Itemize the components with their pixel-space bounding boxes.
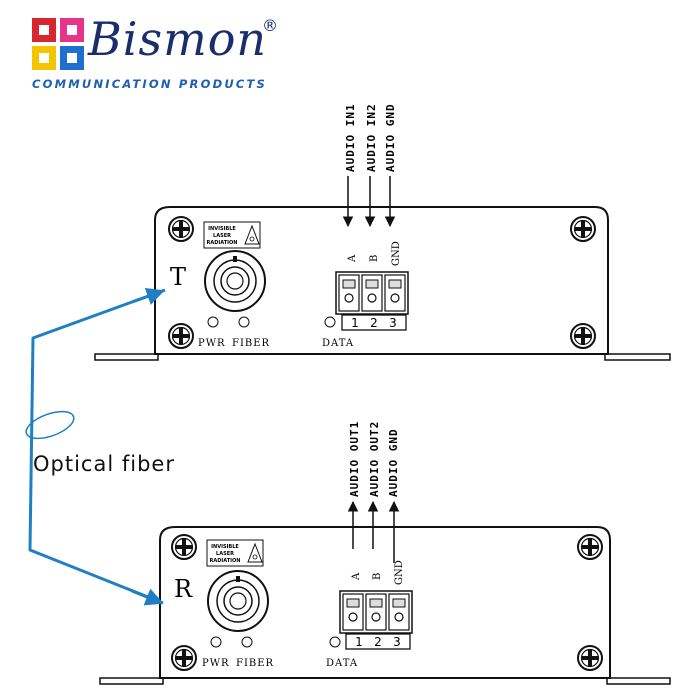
laser-warning-label: INVISIBLE LASER RADIATION — [206, 539, 264, 567]
terminal-block — [339, 590, 413, 634]
fiber-arrow-icon — [131, 287, 165, 305]
screw-icon — [577, 534, 603, 560]
brand-mark-icon — [30, 16, 86, 72]
pwr-label: PWR — [202, 658, 230, 669]
fiber-led-icon — [241, 636, 253, 648]
transmitter-left-flange — [94, 353, 159, 361]
fiber-led-icon — [238, 316, 250, 328]
screw-icon — [570, 216, 596, 242]
screw-icon — [168, 216, 194, 242]
terminal-number: 2 — [370, 316, 378, 330]
screw-icon — [570, 323, 596, 349]
laser-hazard-icon — [247, 542, 263, 563]
data-label: DATA — [326, 658, 358, 669]
terminal-number: 1 — [351, 316, 359, 330]
pwr-led-icon — [210, 636, 222, 648]
fiber-label: FIBER — [232, 338, 270, 349]
screw-icon — [171, 534, 197, 560]
screw-icon — [577, 645, 603, 671]
terminal-label-a: A — [347, 254, 358, 263]
laser-warning-label: INVISIBLE LASER RADIATION — [203, 221, 261, 249]
terminal-label-gnd: GND — [394, 560, 405, 585]
terminal-label-a: A — [351, 572, 362, 581]
terminal-number: 3 — [389, 316, 397, 330]
brand-name: Bismon — [88, 12, 268, 66]
terminal-number: 1 — [355, 635, 363, 649]
laser-hazard-icon — [244, 224, 260, 245]
optical-fiber-link: Optical fiber — [25, 287, 175, 606]
transmitter-letter: T — [170, 263, 186, 291]
screw-icon — [168, 323, 194, 349]
laser-warning-line: LASER — [216, 551, 234, 557]
signal-label-audio-out1: AUDIO OUT1 — [348, 421, 361, 497]
terminal-label-b: B — [369, 255, 380, 262]
terminal-number: 2 — [374, 635, 382, 649]
terminal-number-strip — [345, 633, 411, 650]
data-led-icon — [329, 636, 341, 648]
terminal-label-b: B — [372, 573, 383, 580]
receiver-right-flange — [606, 677, 671, 685]
laser-warning-line: INVISIBLE — [208, 226, 236, 232]
signal-label-audio-gnd: AUDIO GND — [387, 428, 400, 497]
signal-label-audio-in2: AUDIO IN2 — [365, 103, 378, 172]
data-label: DATA — [322, 338, 354, 349]
brand-tagline: COMMUNICATION PRODUCTS — [32, 77, 268, 91]
fiber-label: Optical fiber — [33, 452, 175, 476]
transmitter-unit: INVISIBLE LASER RADIATION T PWR FIBER DA… — [94, 103, 671, 361]
transmitter-right-flange — [604, 353, 671, 361]
laser-warning-line: INVISIBLE — [211, 544, 239, 550]
terminal-number-strip — [341, 314, 407, 331]
fiber-port-icon — [207, 570, 269, 632]
receiver-unit: INVISIBLE LASER RADIATION R PWR FIBER DA… — [99, 421, 671, 685]
fiber-label: FIBER — [236, 658, 274, 669]
brand-logo: Bismon ® COMMUNICATION PRODUCTS — [30, 12, 290, 94]
terminal-block — [335, 271, 409, 315]
registered-mark: ® — [262, 16, 278, 35]
laser-warning-line: LASER — [213, 233, 231, 239]
signal-label-audio-gnd: AUDIO GND — [384, 103, 397, 172]
fiber-coil-icon — [25, 410, 75, 440]
laser-warning-line: RADIATION — [210, 558, 241, 564]
terminal-label-gnd: GND — [391, 241, 402, 266]
signal-label-audio-in1: AUDIO IN1 — [344, 103, 357, 172]
signal-label-audio-out2: AUDIO OUT2 — [368, 421, 381, 497]
data-led-icon — [324, 316, 336, 328]
fiber-arrow-icon — [131, 588, 164, 606]
fiber-port-icon — [204, 250, 266, 312]
receiver-left-flange — [99, 677, 164, 685]
screw-icon — [171, 645, 197, 671]
terminal-number: 3 — [393, 635, 401, 649]
pwr-label: PWR — [198, 338, 226, 349]
receiver-letter: R — [174, 575, 193, 603]
laser-warning-line: RADIATION — [207, 240, 238, 246]
pwr-led-icon — [207, 316, 219, 328]
fiber-cable — [28, 288, 166, 605]
